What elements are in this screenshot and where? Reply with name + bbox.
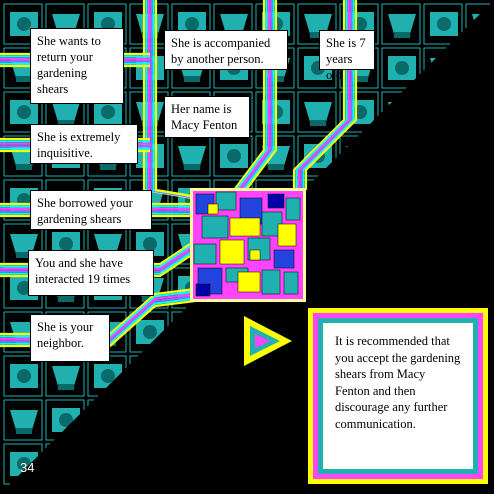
mosaic-block xyxy=(215,191,237,211)
tile xyxy=(3,91,43,133)
mosaic-block xyxy=(229,217,261,237)
fact-interactions: You and she have interacted 19 times xyxy=(28,250,154,296)
fact-borrowed: She borrowed your gardening shears xyxy=(30,190,152,230)
recommendation-text: It is recommended that you accept the ga… xyxy=(335,334,461,431)
fact-age: She is 7 years old xyxy=(319,30,375,82)
triangle-icon xyxy=(244,316,292,366)
mosaic-block xyxy=(237,271,261,293)
fact-return-shears: She wants to return your gardening shear… xyxy=(30,28,124,104)
mosaic-block xyxy=(261,269,281,295)
mosaic-block xyxy=(201,215,229,239)
tile xyxy=(45,355,85,397)
mosaic-block xyxy=(249,249,261,261)
tile xyxy=(297,91,337,133)
tile xyxy=(3,399,43,441)
mosaic-block xyxy=(277,223,297,247)
tile xyxy=(3,355,43,397)
mosaic-block xyxy=(283,271,299,295)
page-number: 34 xyxy=(20,460,35,475)
tile xyxy=(381,47,421,89)
tile xyxy=(3,3,43,45)
fact-inquisitive: She is extremely inquisitive. xyxy=(30,124,138,164)
tile xyxy=(297,3,337,45)
portrait-mosaic xyxy=(190,188,306,302)
fact-neighbor: She is your neighbor. xyxy=(30,314,110,362)
fact-accompanied: She is accompanied by another person. xyxy=(164,30,288,70)
mosaic-block xyxy=(207,203,219,215)
recommendation-box: It is recommended that you accept the ga… xyxy=(308,308,488,484)
mosaic-block xyxy=(273,249,295,269)
mosaic-block xyxy=(267,193,285,209)
mosaic-block xyxy=(195,283,211,297)
mosaic-block xyxy=(193,243,217,265)
mosaic-block xyxy=(219,239,245,265)
tile xyxy=(423,3,463,45)
tile xyxy=(381,3,421,45)
fact-name: Her name is Macy Fenton xyxy=(164,96,250,138)
mosaic-block xyxy=(285,197,301,221)
